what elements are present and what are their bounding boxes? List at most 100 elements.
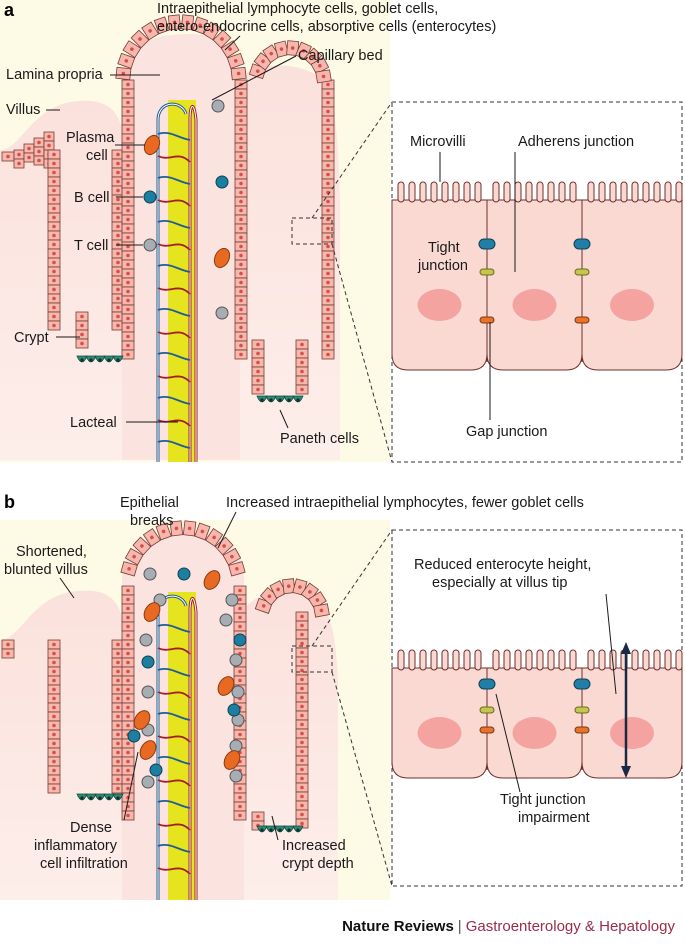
cell-nucleus — [300, 378, 304, 383]
enterocyte-nucleus — [512, 717, 557, 749]
cell-nucleus — [255, 69, 260, 74]
epithelial-cell-group — [122, 40, 142, 59]
cell-nucleus — [116, 750, 120, 755]
cell-nucleus — [300, 641, 304, 646]
cell-nucleus — [238, 813, 242, 818]
cell-nucleus — [116, 269, 120, 274]
cell-nucleus — [300, 704, 304, 709]
panel-b: b Epithelial breaks Increased intraepith… — [0, 492, 683, 900]
capillary-branch — [157, 823, 191, 831]
cell-nucleus — [326, 271, 330, 276]
microvillus — [397, 649, 405, 671]
capillary-branch — [157, 691, 191, 699]
cell-nucleus — [126, 199, 130, 204]
cell-nucleus — [326, 226, 330, 231]
cell-nucleus — [300, 632, 304, 637]
immune-cells-a — [143, 99, 231, 320]
enterocyte-row-a — [391, 181, 683, 371]
cell-nucleus — [52, 323, 56, 328]
panel-a-tag: a — [4, 0, 15, 20]
inset-b: Reduced enterocyte height, especially at… — [391, 529, 683, 887]
label-epithelial-cell-types-1: Intraepithelial lymphocyte cells, goblet… — [157, 1, 438, 17]
cell-nucleus — [126, 226, 130, 231]
cell-nucleus — [311, 55, 315, 59]
epithelial-cell-group — [167, 14, 182, 31]
capillary-branch — [157, 440, 191, 449]
cell-nucleus — [308, 590, 312, 594]
cell-nucleus — [52, 669, 56, 674]
enterocyte — [581, 199, 683, 371]
cell-nucleus — [52, 732, 56, 737]
cell-nucleus — [126, 154, 130, 159]
cell-nucleus — [172, 20, 177, 25]
cell-nucleus — [326, 199, 330, 204]
cell-nucleus — [300, 731, 304, 736]
cell-nucleus — [326, 154, 330, 159]
epithelial-cell-group — [205, 528, 224, 547]
adherens-junction — [574, 268, 590, 276]
cell-nucleus — [6, 642, 10, 647]
cell-nucleus — [256, 369, 260, 374]
plasma-cell — [143, 602, 161, 622]
cell-nucleus — [126, 262, 130, 267]
cell-nucleus — [126, 91, 130, 96]
capillary-branch — [157, 800, 191, 809]
capillary-branch — [157, 756, 191, 765]
cell-nucleus — [52, 750, 56, 755]
microvillus — [664, 181, 672, 203]
cell-nucleus — [238, 597, 242, 602]
cell-nucleus — [298, 585, 302, 589]
cell-nucleus — [116, 714, 120, 719]
cell-nucleus — [126, 696, 130, 701]
leader-increased-iel — [217, 511, 237, 549]
label-dense-1: Dense — [70, 820, 112, 836]
cell-nucleus — [300, 650, 304, 655]
cell-nucleus — [126, 181, 130, 186]
b-cell — [233, 633, 247, 647]
cell-nucleus — [239, 352, 243, 357]
cell-nucleus — [126, 624, 130, 629]
journal-name: Gastroenterology & Hepatology — [465, 918, 675, 935]
cell-nucleus — [300, 749, 304, 754]
cell-nucleus — [116, 696, 120, 701]
leader-crypt-depth — [271, 815, 279, 841]
capillary-vein-lumen — [157, 103, 187, 462]
cell-nucleus — [126, 714, 130, 719]
capillary-branch — [157, 176, 191, 185]
cell-nucleus — [126, 145, 130, 150]
cell-nucleus — [116, 786, 120, 791]
cell-nucleus — [52, 305, 56, 310]
label-epithelial-breaks-2: breaks — [130, 513, 174, 529]
cell-nucleus — [52, 260, 56, 265]
tight-junction — [573, 238, 591, 250]
microvillus — [675, 649, 683, 671]
cell-nucleus — [276, 587, 280, 592]
microvillus — [525, 649, 533, 671]
microvillus — [463, 181, 471, 203]
label-dense-3: cell infiltration — [40, 856, 128, 872]
capillary-branch — [157, 199, 191, 207]
microvillus — [503, 181, 511, 203]
cell-nucleus — [126, 597, 130, 602]
cell-nucleus — [300, 785, 304, 790]
cell-nucleus — [138, 37, 142, 41]
cell-nucleus — [126, 208, 130, 213]
label-plasma-1: Plasma — [66, 130, 115, 146]
microvillus — [675, 181, 683, 203]
epithelial-cell-group — [120, 561, 138, 577]
label-crypt-depth-2: crypt depth — [282, 856, 354, 872]
cell-nucleus — [132, 554, 136, 559]
capillary-branch — [157, 220, 191, 229]
t-cell — [139, 633, 153, 647]
cell-nucleus — [238, 786, 242, 791]
gap-junction — [574, 726, 590, 734]
cell-nucleus — [326, 100, 330, 105]
cell-nucleus — [116, 678, 120, 683]
cell-nucleus — [126, 217, 130, 222]
b-cell — [227, 703, 241, 717]
microvillus — [525, 181, 533, 203]
cell-nucleus — [300, 794, 304, 799]
microvillus — [430, 181, 438, 203]
microvillus — [664, 649, 672, 671]
cell-nucleus — [326, 136, 330, 141]
